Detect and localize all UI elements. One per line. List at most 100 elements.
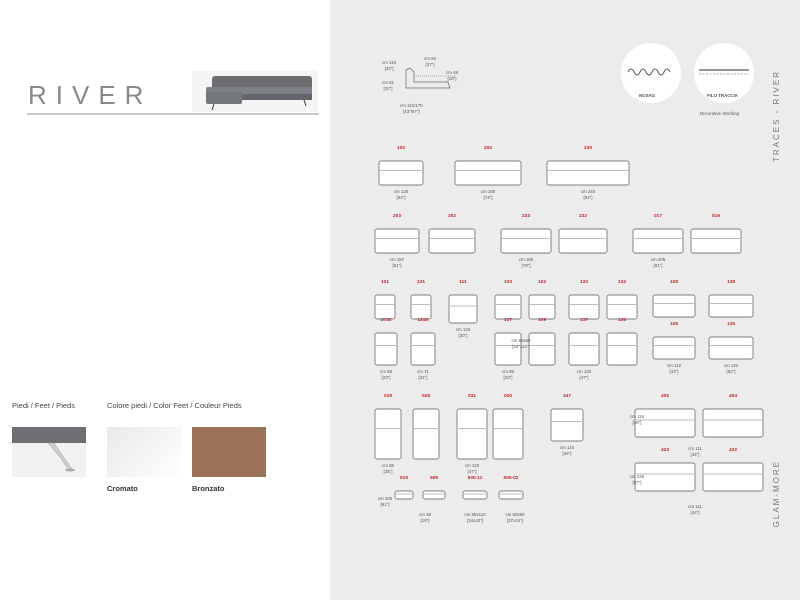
sofa-hero-image xyxy=(192,70,318,112)
module-drawing xyxy=(568,294,600,320)
dim: cm 60x60 xyxy=(511,338,531,343)
module-drawing xyxy=(374,332,398,366)
swatch-cromato-label: Cromato xyxy=(107,484,138,493)
module-drawing xyxy=(410,294,432,320)
dim: cm 71 xyxy=(417,369,429,374)
dim: cm 85x110 xyxy=(464,512,486,517)
dim: cm 58 xyxy=(380,369,392,374)
section-profile xyxy=(400,66,460,96)
module-code: 111 xyxy=(459,280,467,285)
module-drawing xyxy=(568,332,600,366)
module-drawing xyxy=(492,408,524,460)
swatch-bronzato[interactable] xyxy=(192,427,266,477)
dim: [61"] xyxy=(392,263,402,268)
module-code: 108 xyxy=(669,280,678,285)
module-code: 233 xyxy=(521,214,530,219)
dim: [44"] xyxy=(690,452,700,457)
module-drawing xyxy=(606,294,638,320)
dim: cm 157 xyxy=(389,257,405,262)
module-code: 131 xyxy=(416,280,425,285)
dim: [34x43"] xyxy=(467,518,483,523)
module-drawing xyxy=(462,490,488,500)
dim: [33"] xyxy=(503,375,513,380)
dim: cm 94 xyxy=(424,56,436,61)
module-code: 500-11 xyxy=(467,476,483,481)
dim: [46"] xyxy=(632,420,642,425)
dim: [78"] xyxy=(521,263,531,268)
right-panel: cm 110[43"] cm 94[37"] cm 81[32"] cm 48[… xyxy=(330,0,800,600)
side-text-bottom: GLAM-MORE xyxy=(772,460,781,528)
dim: [44"] xyxy=(669,369,679,374)
module-drawing xyxy=(632,228,684,254)
title-divider xyxy=(27,113,319,115)
dim: [47"] xyxy=(579,375,589,380)
dim: [43"/67"] xyxy=(403,109,420,114)
dim: cm 88 xyxy=(382,463,394,468)
module-drawing xyxy=(394,490,414,500)
module-code: 132 xyxy=(617,280,626,285)
module-code: 422 xyxy=(728,448,737,453)
module-code: 500-02 xyxy=(503,476,519,481)
stitch-detail xyxy=(693,42,755,104)
swatch-bronzato-label: Bronzato xyxy=(192,484,225,493)
module-code: 232 xyxy=(578,214,587,219)
module-drawing xyxy=(634,408,696,438)
module-code: 109 xyxy=(537,318,546,323)
dim: cm 206 xyxy=(650,257,666,262)
dim: cm 136 xyxy=(393,189,409,194)
module-code: 137 xyxy=(579,318,588,323)
dim: cm 111 xyxy=(688,504,702,509)
dim: cm 206 xyxy=(377,496,393,501)
module-drawing xyxy=(528,332,556,366)
dim: cm 111 xyxy=(688,446,702,451)
module-drawing xyxy=(550,408,584,442)
dim: cm 85 xyxy=(502,369,514,374)
module-code: 016 xyxy=(711,214,720,219)
dim: [52"] xyxy=(726,369,736,374)
dim: [54"] xyxy=(396,195,406,200)
dim: [46"] xyxy=(562,451,572,456)
module-drawing xyxy=(454,160,522,186)
dim: [37x24"] xyxy=(507,518,523,523)
dim: cm 81 xyxy=(382,80,394,85)
feet-color-heading: Colore piedi / Color Feet / Couleur Pied… xyxy=(107,401,242,410)
module-drawing xyxy=(708,294,754,318)
dim: [47"] xyxy=(467,469,477,474)
module-drawing xyxy=(412,408,440,460)
dim: cm 60x60 xyxy=(505,512,525,517)
module-drawing xyxy=(494,294,522,320)
dim: cm 240 xyxy=(580,189,596,194)
dim: [43"] xyxy=(384,66,394,71)
dim: cm 112 xyxy=(666,363,682,368)
module-drawing xyxy=(652,294,696,318)
module-drawing xyxy=(374,228,420,254)
dim: cm 120 xyxy=(464,463,480,468)
swatch-cromato[interactable] xyxy=(107,427,181,477)
module-code: 102 xyxy=(537,280,546,285)
dim: cm 48 xyxy=(446,70,458,75)
left-panel: RIVER Piedi / Feet / Pieds Colore piedi … xyxy=(0,0,330,600)
module-drawing xyxy=(546,160,630,186)
dim: cm 189 xyxy=(518,257,534,262)
module-code: 404 xyxy=(728,394,737,399)
module-code: 105 xyxy=(669,322,678,327)
dim: [19"] xyxy=(447,76,457,81)
dim: cm 132 xyxy=(723,363,739,368)
side-text-top: TRACES - RIVER xyxy=(772,70,781,163)
module-drawing xyxy=(374,294,396,320)
module-drawing xyxy=(378,160,424,186)
module-drawing xyxy=(702,408,764,438)
module-drawing xyxy=(374,408,402,460)
nosag-detail xyxy=(620,42,682,104)
module-code: 029 xyxy=(383,394,392,399)
module-drawing xyxy=(634,462,696,492)
dim: cm 116 xyxy=(559,445,575,450)
module-drawing xyxy=(448,294,478,324)
module-code: 447 xyxy=(562,394,571,399)
module-code: 230 xyxy=(583,146,592,151)
dim: [81"] xyxy=(653,263,663,268)
module-code: 202 xyxy=(447,214,456,219)
module-drawing xyxy=(410,332,436,366)
dim: [24"x24"] xyxy=(512,344,530,349)
dim: cm 116 xyxy=(629,414,645,419)
